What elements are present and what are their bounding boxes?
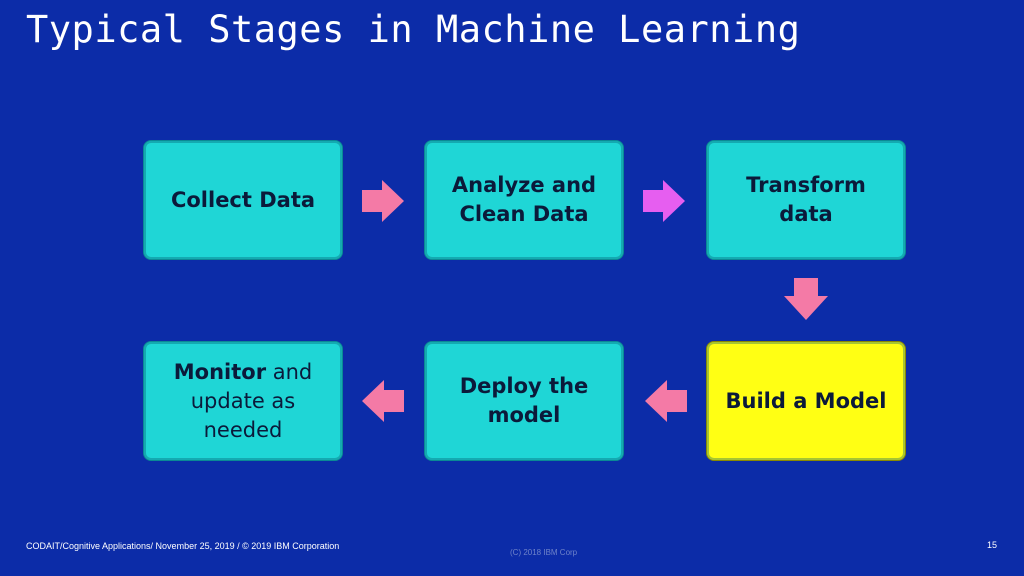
stage-deploy-model: Deploy the model: [424, 341, 624, 461]
stage-label: Deploy the model: [459, 374, 589, 427]
slide-title: Typical Stages in Machine Learning: [26, 8, 801, 51]
stage-transform-data: Transform data: [706, 140, 906, 260]
stage-collect-data: Collect Data: [143, 140, 343, 260]
stage-label: Transform data: [746, 173, 866, 226]
arrow-down-icon: [784, 278, 828, 320]
footer-copyright: CODAIT/Cognitive Applications/ November …: [26, 541, 340, 551]
stage-label: Analyze and Clean Data: [451, 173, 597, 226]
stage-label: Monitor and update as needed: [173, 359, 313, 442]
page-number: 15: [987, 540, 998, 550]
arrow-left-icon: [362, 380, 404, 422]
stage-build-model: Build a Model: [706, 341, 906, 461]
stage-label: Collect Data: [170, 187, 316, 212]
arrow-left-icon: [645, 380, 687, 422]
arrow-right-icon: [362, 180, 404, 222]
arrow-right-icon: [643, 180, 685, 222]
stage-label: Build a Model: [725, 388, 887, 413]
stage-analyze-clean-data: Analyze and Clean Data: [424, 140, 624, 260]
footer-watermark: (C) 2018 IBM Corp: [510, 548, 578, 557]
stage-monitor-update: Monitor and update as needed: [143, 341, 343, 461]
